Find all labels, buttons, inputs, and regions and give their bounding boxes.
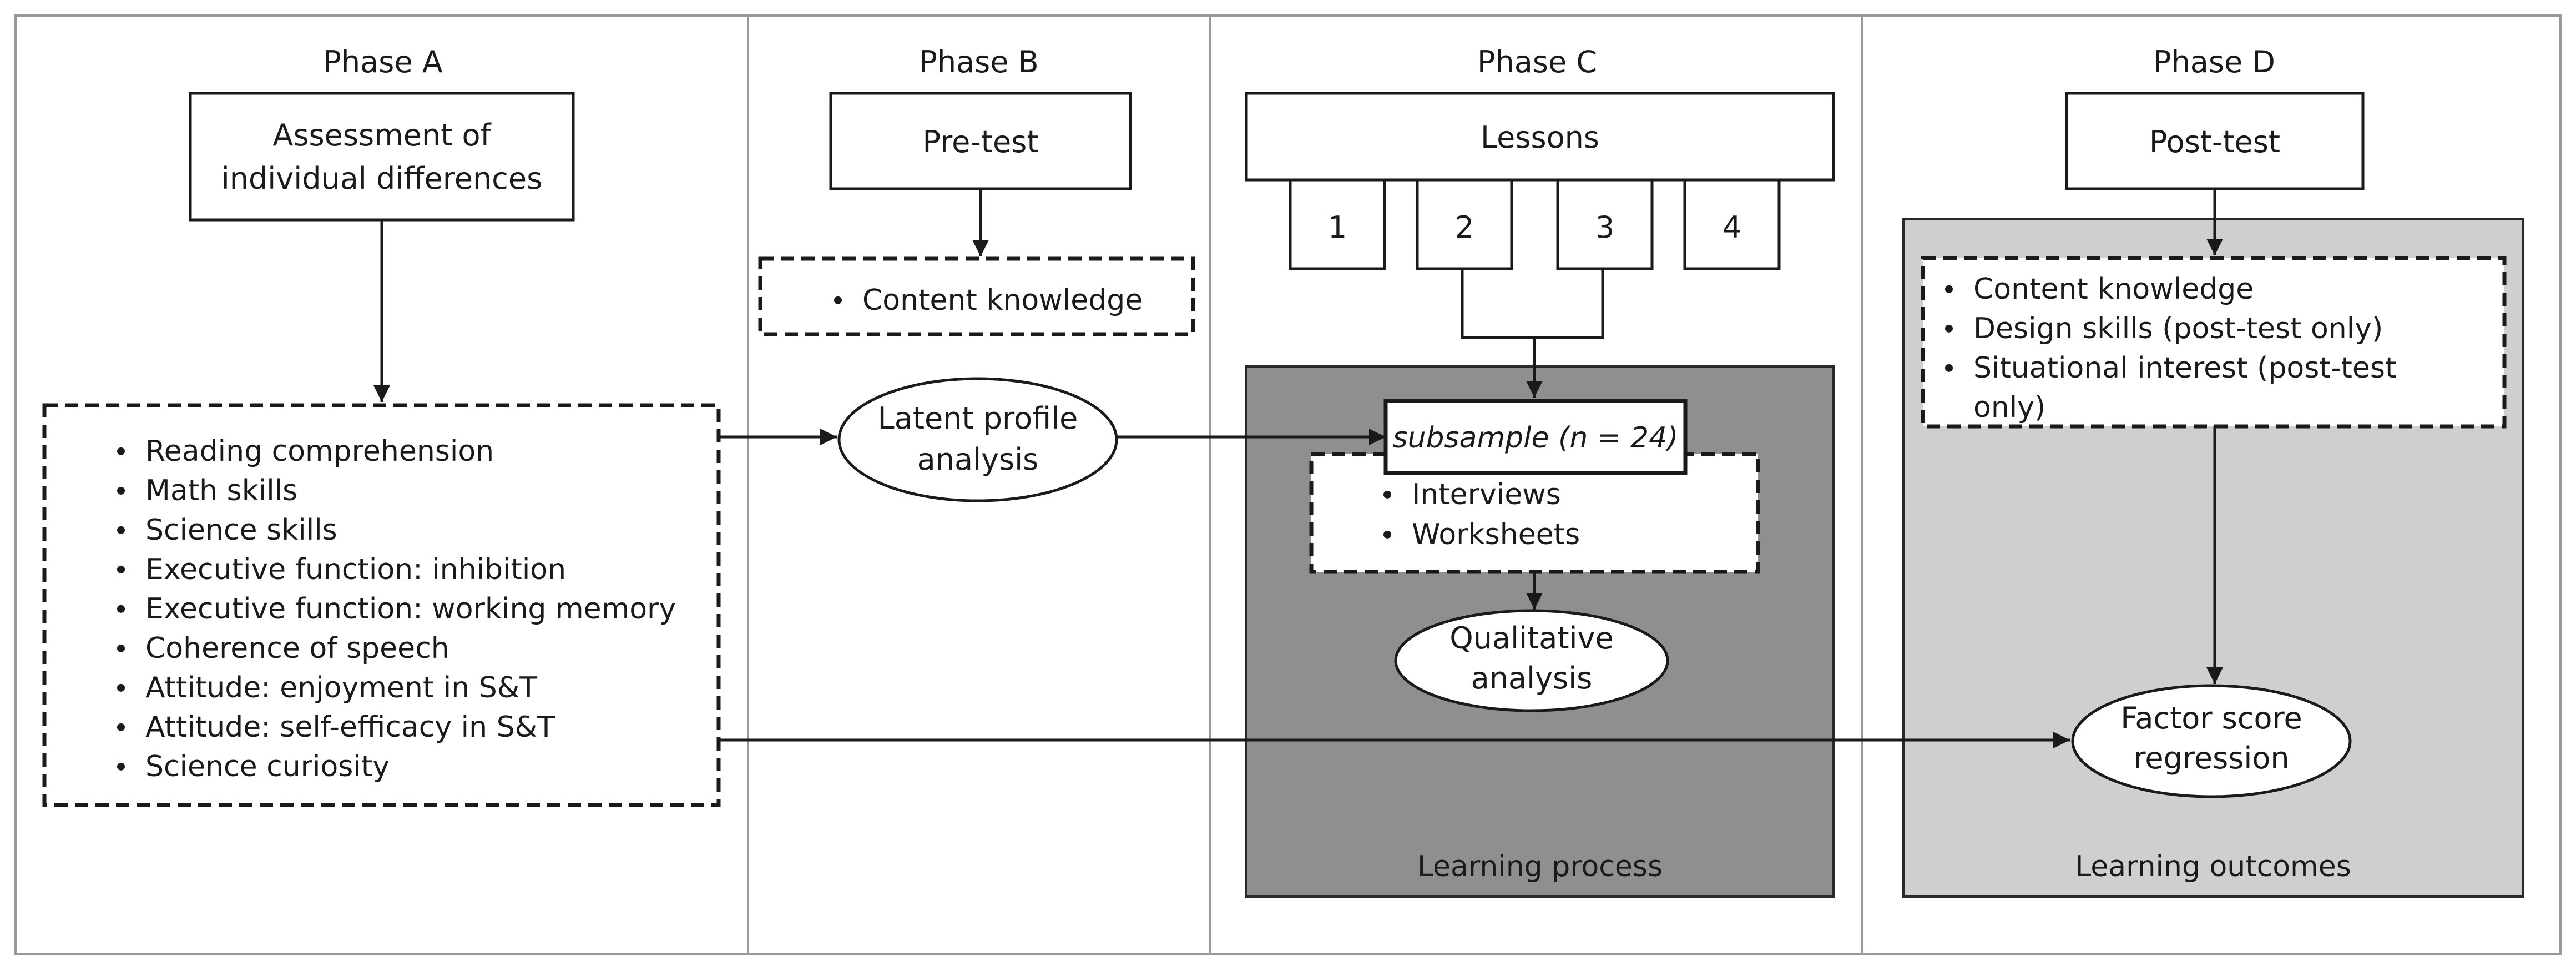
phase-a-measure-bullet xyxy=(117,605,125,613)
phase-b-measures-list: Content knowledge xyxy=(834,284,1143,317)
lesson-number: 4 xyxy=(1723,210,1741,245)
phase-d-measure-bullet xyxy=(1945,364,1953,372)
lesson-box xyxy=(1289,178,1386,270)
qual-line-1: Qualitative xyxy=(1449,621,1613,656)
phase-d-measure-item: only) xyxy=(1973,391,2045,424)
phase-c-measure-item: Worksheets xyxy=(1412,518,1580,551)
qualitative-analysis xyxy=(1394,609,1669,712)
phase-b-title: Phase B xyxy=(919,44,1038,79)
lesson-box xyxy=(1556,178,1654,270)
phase-d-measure-item: Situational interest (post-test xyxy=(1973,351,2396,385)
lesson-number: 3 xyxy=(1595,210,1614,245)
phase-a-measure-bullet xyxy=(117,644,125,652)
subsample-label: subsample (n = 24) xyxy=(1393,421,1679,455)
phase-a-measure-bullet xyxy=(117,565,125,573)
subsample-box xyxy=(1383,399,1688,475)
phase-b-measure-bullet xyxy=(834,296,842,304)
pretest-label: Pre-test xyxy=(922,124,1038,159)
phase-a-measure-bullet xyxy=(117,447,125,455)
phase-a-measure-item: Science skills xyxy=(145,514,337,547)
phase-a-measure-bullet xyxy=(117,486,125,495)
lpa-line-2: analysis xyxy=(917,442,1039,477)
phase-a-measure-item: Science curiosity xyxy=(145,750,390,783)
phase-b-measure-item: Content knowledge xyxy=(862,284,1143,317)
assessment-box xyxy=(189,92,575,222)
factor-score-regression xyxy=(2071,684,2352,798)
phase-a-measure-item: Executive function: working memory xyxy=(145,592,676,626)
assessment-line-1: Assessment of xyxy=(272,118,492,153)
phase-a-measures-box xyxy=(42,403,721,807)
phase-b-measures-box xyxy=(758,256,1195,336)
phase-d-measure-item: Design skills (post-test only) xyxy=(1973,312,2383,345)
lesson-box xyxy=(1416,178,1513,270)
phase-c-measure-bullet xyxy=(1383,530,1391,539)
phase-a-measure-item: Coherence of speech xyxy=(145,632,449,665)
phase-a-measure-item: Attitude: self-efficacy in S&T xyxy=(145,711,555,744)
phase-d-measure-item: Content knowledge xyxy=(1973,273,2254,306)
fsr-line-2: regression xyxy=(2133,741,2289,776)
phase-a-measure-bullet xyxy=(117,723,125,731)
phase-c-measure-bullet xyxy=(1383,490,1391,499)
lessons-label: Lessons xyxy=(1481,120,1599,155)
latent-profile-analysis xyxy=(837,377,1118,502)
lesson-box xyxy=(1683,178,1781,270)
phase-a-measure-item: Executive function: inhibition xyxy=(145,553,566,586)
lesson-number: 1 xyxy=(1328,210,1347,245)
assessment-line-2: individual differences xyxy=(221,161,542,196)
learning-outcomes-label: Learning outcomes xyxy=(2075,850,2351,883)
lessons-bracket xyxy=(1461,269,1604,339)
phase-d-measure-bullet xyxy=(1945,324,1953,333)
lessons-box xyxy=(1245,92,1835,182)
posttest-box xyxy=(2065,92,2365,190)
phase-a-measure-bullet xyxy=(117,683,125,692)
learning-process-label: Learning process xyxy=(1417,850,1663,883)
phase-c-title: Phase C xyxy=(1477,44,1597,79)
fsr-line-1: Factor score xyxy=(2120,701,2302,736)
phase-a-title: Phase A xyxy=(323,44,442,79)
phase-a-measure-bullet xyxy=(117,526,125,534)
phase-c-measure-item: Interviews xyxy=(1412,478,1561,511)
phase-a-measure-item: Attitude: enjoyment in S&T xyxy=(145,671,537,705)
phase-d-measures-box xyxy=(1921,256,2507,429)
phase-d-title: Phase D xyxy=(2153,44,2275,79)
phase-a-measure-item: Math skills xyxy=(145,474,297,507)
pretest-box xyxy=(829,92,1132,190)
qual-line-2: analysis xyxy=(1471,661,1593,696)
phase-a-measure-bullet xyxy=(117,762,125,771)
lesson-boxes: 1 2 3 4 xyxy=(1289,178,1781,270)
posttest-label: Post-test xyxy=(2149,124,2280,159)
phase-a-measure-item: Reading comprehension xyxy=(145,435,494,468)
lpa-line-1: Latent profile xyxy=(878,401,1078,436)
lesson-number: 2 xyxy=(1455,210,1474,245)
phase-d-measure-bullet xyxy=(1945,285,1953,293)
